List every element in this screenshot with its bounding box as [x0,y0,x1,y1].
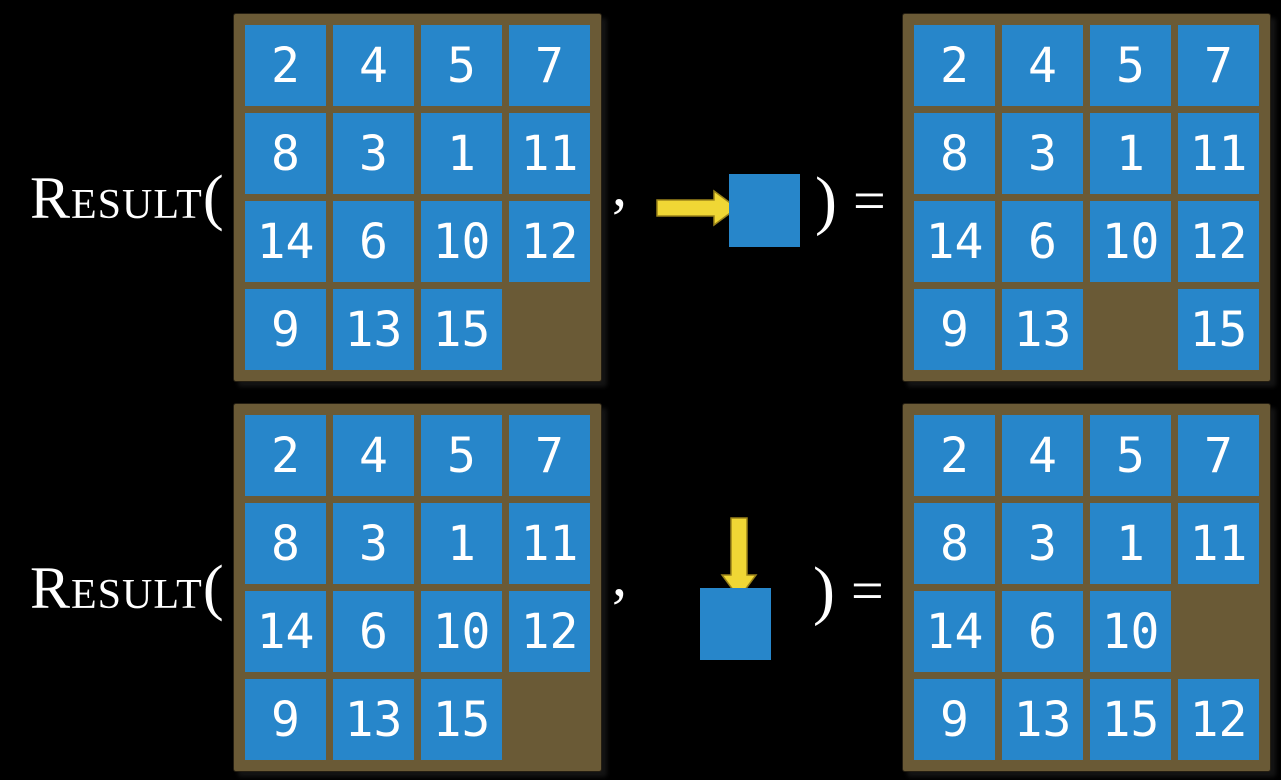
puzzle-tile: 10 [421,201,502,282]
arrow-down-icon [720,517,758,599]
close-paren: ) [813,554,835,627]
puzzle-tile: 13 [333,679,414,760]
puzzle-tile: 12 [509,591,590,672]
move-target-square [729,174,800,247]
puzzle-tile: 15 [421,289,502,370]
puzzle-tile: 2 [245,415,326,496]
result-keyword: Result [30,555,203,621]
empty-cell [509,679,590,760]
empty-cell [509,289,590,370]
equals-sign: = [850,558,884,623]
puzzle-tile: 14 [914,591,995,672]
puzzle-tile: 11 [509,113,590,194]
puzzle-tile: 13 [333,289,414,370]
puzzle-tile: 7 [509,25,590,106]
puzzle-tile: 10 [421,591,502,672]
close-and-equals-2: ) = [813,555,884,627]
puzzle-tile: 8 [914,113,995,194]
puzzle-tile: 3 [333,113,414,194]
puzzle-tile: 8 [914,503,995,584]
puzzle-tile: 13 [1002,289,1083,370]
puzzle-tile: 2 [914,25,995,106]
puzzle-tile: 4 [1002,415,1083,496]
puzzle-tile: 9 [245,679,326,760]
puzzle-tile: 5 [421,25,502,106]
puzzle-tile: 3 [1002,113,1083,194]
puzzle-tile: 5 [1090,25,1171,106]
puzzle-tile: 6 [333,201,414,282]
comma-separator: , [612,542,627,608]
function-label-1: Result( [30,165,224,231]
puzzle-tile: 11 [509,503,590,584]
puzzle-tile: 7 [1178,25,1259,106]
puzzle-tile: 15 [421,679,502,760]
puzzle-tile: 10 [1090,201,1171,282]
puzzle-tile: 8 [245,503,326,584]
equals-sign: = [852,168,886,233]
puzzle-tile: 6 [1002,591,1083,672]
puzzle-tile: 5 [1090,415,1171,496]
comma-separator: , [612,152,627,218]
puzzle-tile: 13 [1002,679,1083,760]
puzzle-tile: 11 [1178,113,1259,194]
puzzle-tile: 11 [1178,503,1259,584]
puzzle-tile: 14 [914,201,995,282]
close-and-equals-1: ) = [815,165,886,237]
puzzle-tile: 4 [1002,25,1083,106]
puzzle-tile: 14 [245,201,326,282]
puzzle-tile: 6 [333,591,414,672]
function-label-2: Result( [30,555,224,621]
puzzle-tile: 2 [245,25,326,106]
open-paren: ( [202,163,224,232]
puzzle-tile: 10 [1090,591,1171,672]
puzzle-tile: 15 [1090,679,1171,760]
puzzle-tile: 4 [333,415,414,496]
puzzle-tile: 7 [509,415,590,496]
result-keyword: Result [30,165,203,231]
puzzle-tile: 5 [421,415,502,496]
puzzle-tile: 14 [245,591,326,672]
puzzle-tile: 9 [914,289,995,370]
puzzle-tile: 9 [245,289,326,370]
puzzle-tile: 1 [421,503,502,584]
puzzle-tile: 4 [333,25,414,106]
open-paren: ( [202,553,224,622]
empty-cell [1090,289,1171,370]
empty-cell [1178,591,1259,672]
puzzle-tile: 9 [914,679,995,760]
puzzle-tile: 3 [1002,503,1083,584]
arrow-right-icon [656,189,738,227]
puzzle-tile: 2 [914,415,995,496]
puzzle-tile: 1 [1090,503,1171,584]
puzzle-tile: 6 [1002,201,1083,282]
close-paren: ) [815,164,837,237]
puzzle-tile: 8 [245,113,326,194]
puzzle-tile: 1 [1090,113,1171,194]
puzzle-tile: 12 [1178,679,1259,760]
puzzle-tile: 12 [1178,201,1259,282]
puzzle-tile: 7 [1178,415,1259,496]
move-target-square [700,588,771,660]
puzzle-tile: 12 [509,201,590,282]
puzzle-tile: 3 [333,503,414,584]
puzzle-tile: 1 [421,113,502,194]
puzzle-tile: 15 [1178,289,1259,370]
